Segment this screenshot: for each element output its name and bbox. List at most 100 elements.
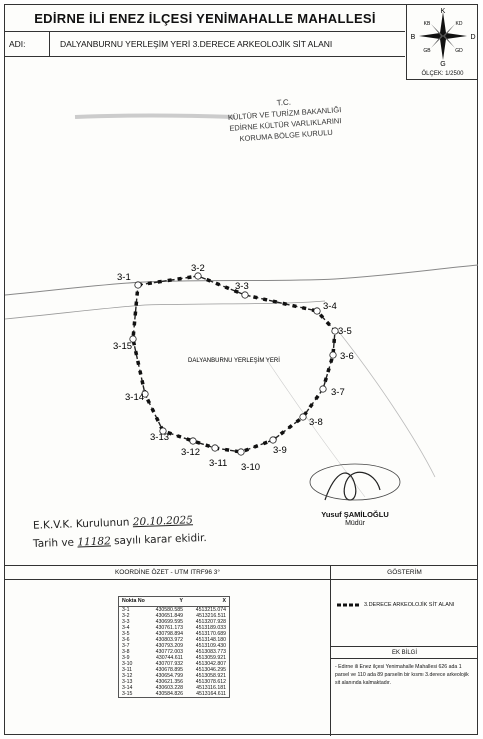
table-cell: 3-15	[122, 691, 133, 697]
table-cell: 430798.894	[155, 631, 183, 637]
name-label: ADI:	[5, 32, 50, 56]
table-cell: 4513216.511	[196, 613, 226, 619]
compass-n: K	[441, 8, 446, 15]
table-cell: 430744.611	[155, 655, 183, 661]
table-cell: 4513189.033	[195, 625, 226, 631]
legend-title: GÖSTERİM	[331, 566, 478, 580]
decision-date: 20.10.2025	[132, 514, 194, 529]
point-label: 3-10	[241, 462, 260, 473]
compass-sw: GB	[423, 48, 431, 54]
table-cell: 430699.595	[155, 619, 183, 625]
table-cell: 4513148.180	[195, 637, 226, 643]
signature-icon	[309, 463, 401, 501]
table-cell: 4513042.807	[195, 661, 226, 667]
area-label: DALYANBURNU YERLEŞİM YERİ	[188, 357, 280, 364]
point-marker	[319, 385, 327, 393]
legend-label: 3.DERECE ARKEOLOJİK SİT ALANI	[364, 602, 455, 608]
table-cell: 3-10	[122, 661, 133, 667]
point-marker	[299, 413, 307, 421]
table-cell: 430584.826	[155, 691, 183, 697]
table-row: 3-11 430678.895 4513046.295	[119, 667, 229, 673]
coordinate-section: KOORDİNE ÖZET - UTM ITRF96 3° Nokta No Y…	[5, 566, 331, 736]
point-label: 3-6	[340, 351, 354, 362]
table-cell: 430707.932	[155, 661, 183, 667]
compass-ne: KD	[456, 21, 463, 27]
extra-info: EK BİLGİ - Edirne ili Enez ilçesi Yenima…	[331, 646, 478, 737]
table-cell: 430772.003	[155, 649, 183, 655]
name-row: ADI: DALYANBURNU YERLEŞİM YERİ 3.DERECE …	[5, 32, 405, 57]
header-cell: Nokta No	[122, 598, 145, 604]
table-cell: 430678.895	[155, 667, 183, 673]
compass-e: D	[470, 34, 475, 41]
table-row: 3-4 430761.173 4513189.033	[119, 625, 229, 631]
table-cell: 3-12	[122, 673, 133, 679]
extra-info-title: EK BİLGİ	[331, 647, 478, 659]
table-cell: 4513170.689	[195, 631, 226, 637]
table-cell: 430761.173	[155, 625, 183, 631]
table-cell: 430621.356	[155, 679, 183, 685]
table-cell: 4513207.928	[195, 619, 226, 625]
table-cell: 4513046.295	[195, 667, 226, 673]
compass-rose-icon: K G D B KD KB GD GB	[411, 8, 476, 68]
point-marker	[211, 444, 219, 452]
north-arrow: K G D B KD KB GD GB ÖLÇEK: 1/2500	[406, 5, 478, 80]
signer-name: Yusuf ŞAMİLOĞLU	[321, 510, 389, 519]
table-row: 3-12 430654.799 4513058.921	[119, 673, 229, 679]
point-marker	[134, 281, 142, 289]
table-cell: 430651.849	[155, 613, 183, 619]
sheet-title: EDİRNE İLİ ENEZ İLÇESİ YENİMAHALLE MAHAL…	[5, 5, 405, 32]
point-label: 3-8	[309, 417, 323, 428]
table-cell: 430580.585	[155, 607, 183, 613]
road-line	[5, 264, 478, 296]
header-cell: X	[222, 598, 226, 604]
coordinate-title: KOORDİNE ÖZET - UTM ITRF96 3°	[5, 566, 330, 580]
table-cell: 430654.799	[155, 673, 183, 679]
table-row: 3-15 430584.826 4513164.611	[119, 691, 229, 697]
table-cell: 3-1	[122, 607, 130, 613]
site-boundary	[132, 275, 336, 453]
table-cell: 430803.972	[155, 637, 183, 643]
point-marker	[331, 327, 339, 335]
table-cell: 4513058.921	[195, 673, 226, 679]
bottom-panel: KOORDİNE ÖZET - UTM ITRF96 3° Nokta No Y…	[5, 565, 478, 737]
road-line-2	[5, 300, 326, 320]
table-cell: 4513109.430	[195, 643, 226, 649]
point-marker	[141, 390, 149, 398]
legend-section: GÖSTERİM 3.DERECE ARKEOLOJİK SİT ALANI E…	[331, 566, 478, 736]
point-label: 3-4	[323, 301, 337, 312]
table-cell: 4513116.181	[196, 685, 226, 691]
compass-w: B	[411, 34, 416, 41]
boundary-points	[129, 272, 339, 456]
map-area: 3-1 3-2 3-3 3-4 3-5 3-6 3-7 3-8 3-9 3-10…	[5, 113, 478, 498]
boundary-symbol-icon	[337, 603, 361, 607]
table-cell: 3-2	[122, 613, 130, 619]
point-marker	[194, 272, 202, 280]
point-marker	[159, 427, 167, 435]
table-cell: 3-3	[122, 619, 130, 625]
table-header: Nokta No Y X	[119, 597, 229, 607]
table-cell: 3-4	[122, 625, 130, 631]
table-cell: 3-7	[122, 643, 130, 649]
compass-se: GD	[455, 48, 463, 54]
point-label: 3-15	[113, 341, 132, 352]
table-cell: 430603.228	[155, 685, 183, 691]
point-label: 3-5	[338, 326, 352, 337]
map-sheet: EDİRNE İLİ ENEZ İLÇESİ YENİMAHALLE MAHAL…	[4, 4, 478, 737]
table-cell: 3-8	[122, 649, 130, 655]
point-label: 3-11	[209, 458, 227, 469]
table-cell: 4513164.611	[196, 691, 226, 697]
signature-block: Yusuf ŞAMİLOĞLU Müdür	[305, 460, 405, 550]
table-cell: 4513078.612	[195, 679, 226, 685]
table-cell: 4513083.773	[195, 649, 226, 655]
table-cell: 3-11	[122, 667, 132, 673]
point-marker	[329, 351, 337, 359]
table-cell: 4513059.921	[195, 655, 226, 661]
compass-nw: KB	[424, 21, 431, 27]
road-top	[74, 113, 236, 119]
signer-role: Müdür	[345, 520, 365, 527]
name-value: DALYANBURNU YERLEŞİM YERİ 3.DERECE ARKEO…	[60, 39, 333, 49]
